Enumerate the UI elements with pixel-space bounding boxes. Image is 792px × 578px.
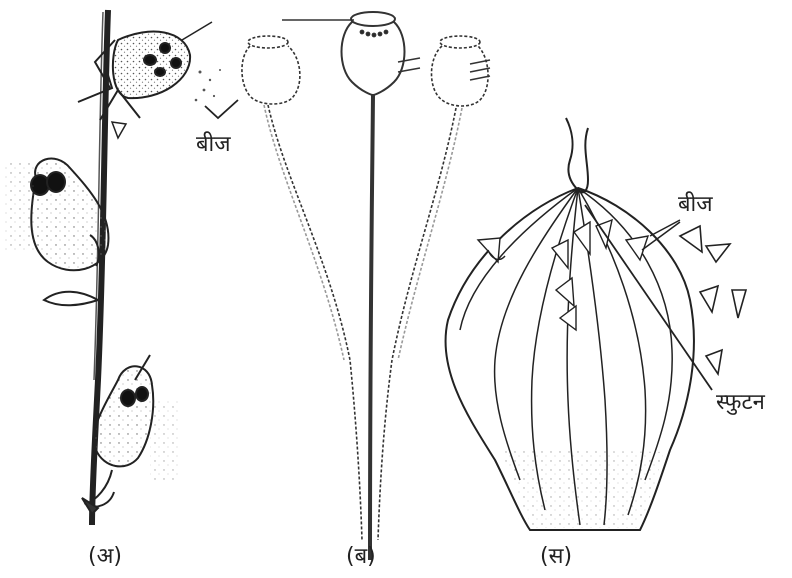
caption-b: (ब): [346, 540, 376, 570]
capsule-right-b: [378, 36, 490, 540]
panel-a-plant: [5, 10, 238, 525]
label-seed-c: बीज: [678, 188, 713, 218]
caption-c: (स): [540, 540, 572, 570]
panel-b-capsules: [242, 12, 490, 560]
caption-a: (अ): [88, 540, 122, 570]
falling-seeds-a: [195, 69, 221, 101]
panel-c-capsule: [446, 118, 746, 530]
seed-pointer-a: [205, 100, 238, 118]
pedicel-c: [566, 118, 588, 192]
capsule-center-b: [342, 12, 405, 560]
label-dehiscence: स्फुटन: [716, 386, 765, 416]
capsule-left-b: [242, 36, 362, 540]
label-seed-a: बीज: [196, 128, 231, 158]
pointer-line-a-top: [182, 22, 212, 40]
capsule-top-a: [78, 32, 190, 138]
